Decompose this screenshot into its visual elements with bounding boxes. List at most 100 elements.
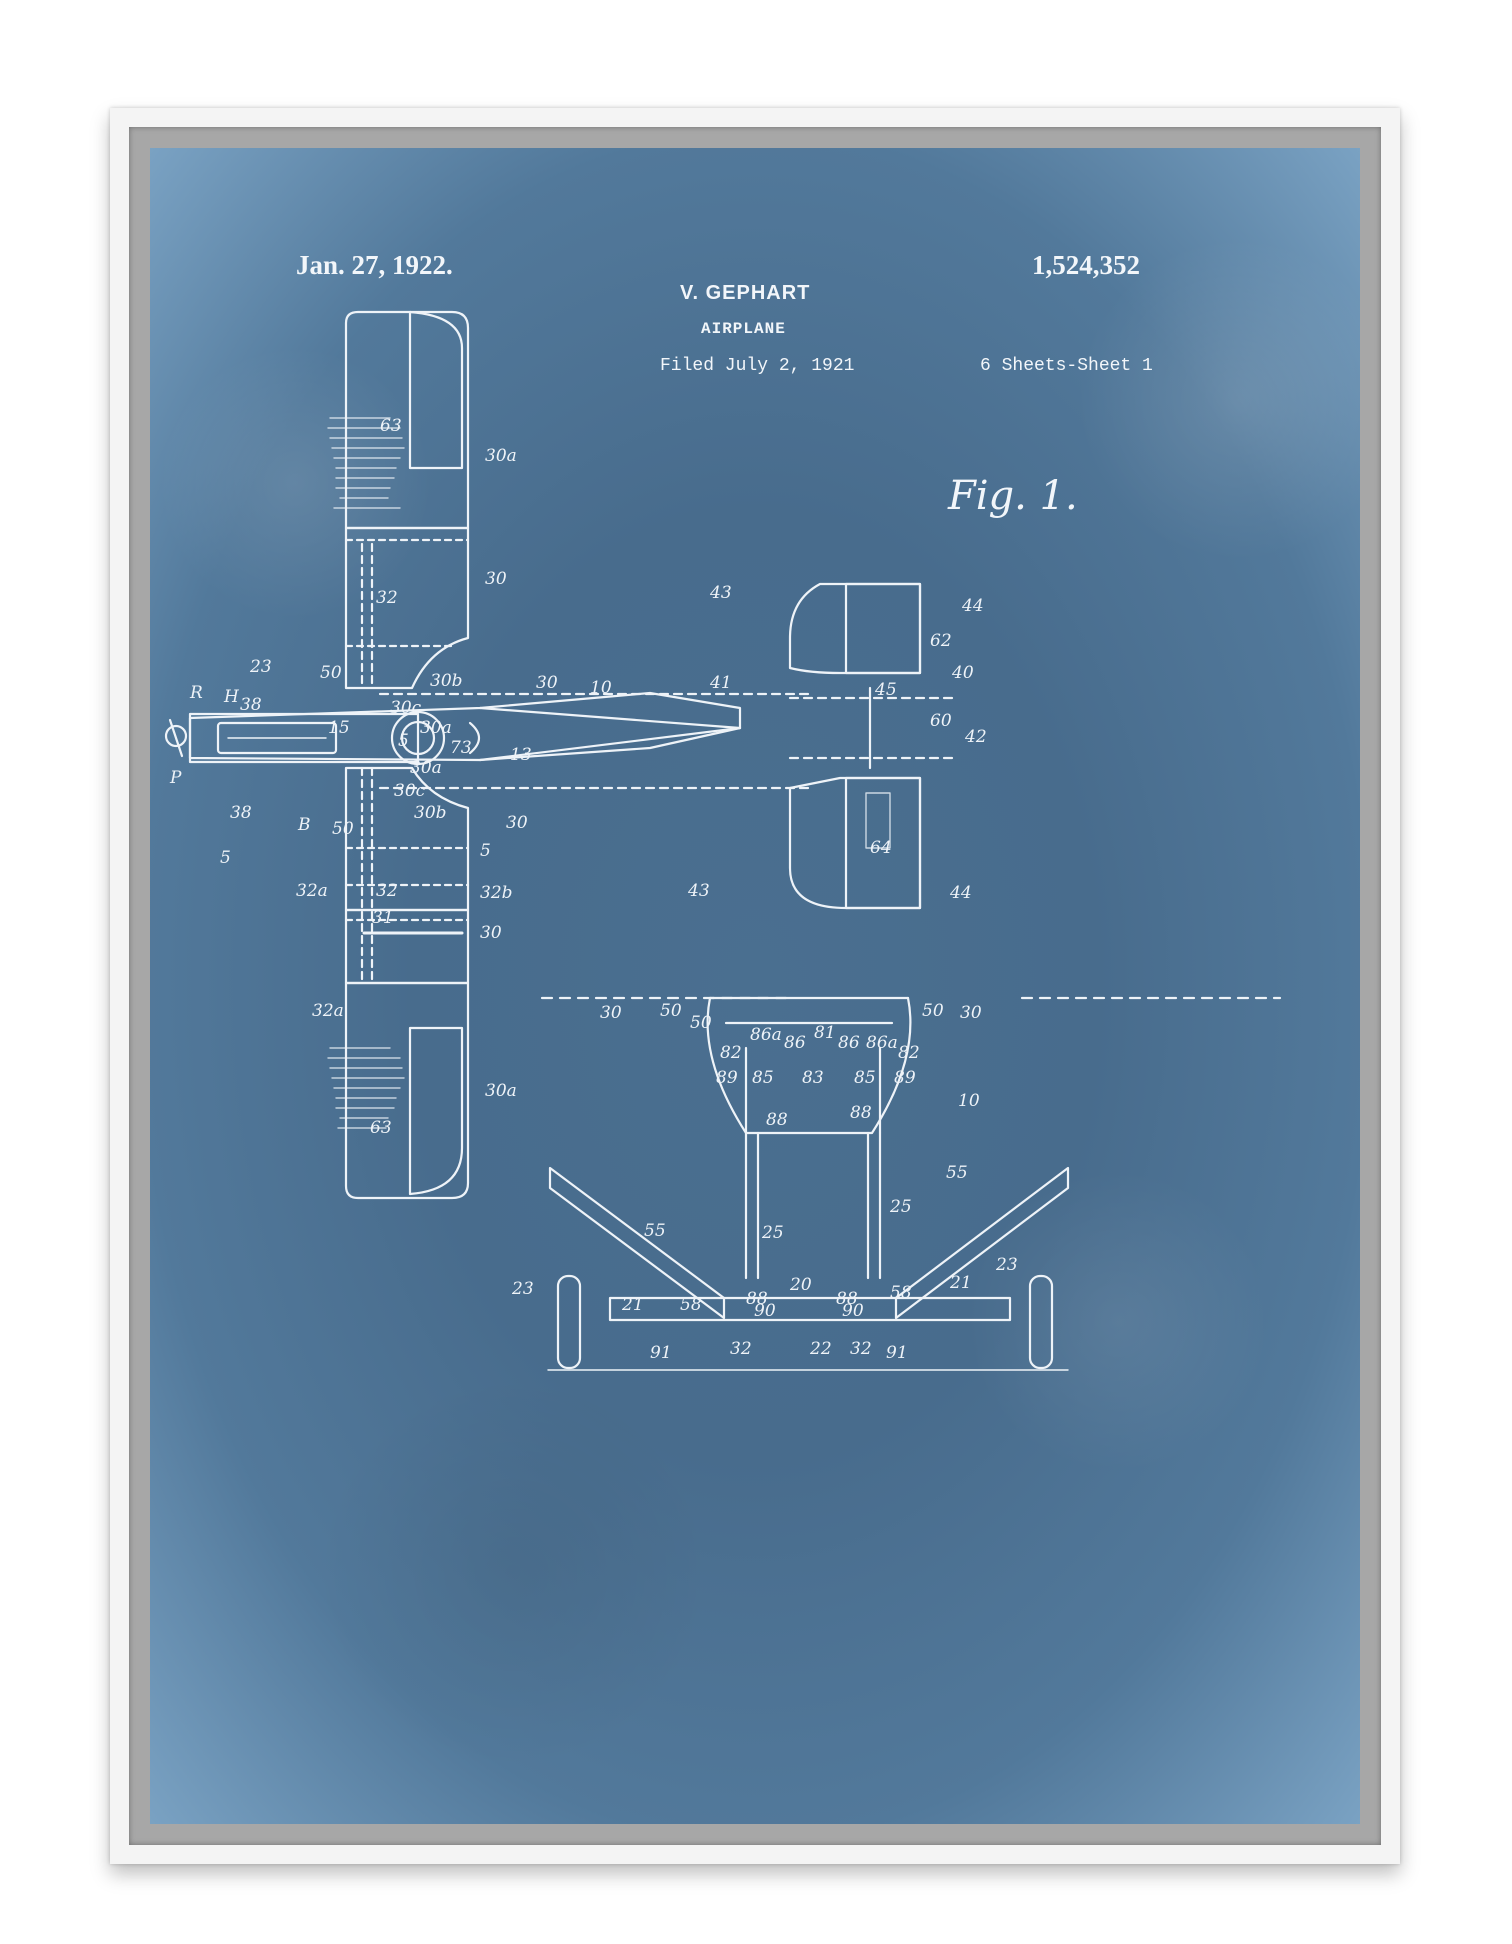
- callout: 62: [930, 631, 952, 651]
- callout: 5: [480, 841, 491, 861]
- callout: 86: [838, 1033, 860, 1053]
- callout: 50: [922, 1001, 944, 1021]
- callout: 30: [536, 673, 558, 693]
- callout: 90: [842, 1301, 864, 1321]
- callout: 30b: [414, 803, 447, 823]
- callout: 64: [870, 838, 892, 858]
- callout: 50: [332, 819, 354, 839]
- callout: 30: [600, 1003, 622, 1023]
- callout: 5: [220, 848, 231, 868]
- callout: 30a: [485, 1081, 517, 1101]
- callout: 55: [644, 1221, 666, 1241]
- callout: 32a: [296, 881, 328, 901]
- callout: 44: [949, 883, 972, 903]
- callout: 86a: [866, 1033, 898, 1053]
- callout: 45: [874, 680, 897, 700]
- callout: 31: [372, 908, 394, 928]
- callout: 25: [761, 1223, 784, 1243]
- callout: 10: [958, 1091, 980, 1111]
- callout: 30c: [394, 781, 426, 801]
- callout: 91: [650, 1343, 672, 1363]
- callout: 30a: [410, 758, 442, 778]
- blueprint-print: Jan. 27, 1922. 1,524,352 V. GEPHART AIRP…: [150, 148, 1360, 1824]
- callout: 88: [766, 1110, 788, 1130]
- callout: 88: [836, 1289, 858, 1309]
- callout: 32a: [312, 1001, 344, 1021]
- callout: 50: [320, 663, 342, 683]
- tail-surfaces: [788, 582, 960, 910]
- callout: 41: [709, 673, 732, 693]
- callout: 86: [784, 1033, 806, 1053]
- figure-label: Fig. 1.: [948, 473, 1078, 519]
- callout: 21: [621, 1295, 644, 1315]
- callout: 40: [951, 663, 974, 683]
- callout: 55: [946, 1163, 968, 1183]
- callout: 85: [752, 1068, 774, 1088]
- callout: 83: [802, 1068, 824, 1088]
- callout: 81: [814, 1023, 836, 1043]
- callout: 13: [510, 745, 532, 765]
- callout: 90: [754, 1301, 776, 1321]
- callout: 23: [511, 1279, 534, 1299]
- callout: 30a: [420, 718, 452, 738]
- callout: 50: [660, 1001, 682, 1021]
- callout: 89: [894, 1068, 916, 1088]
- callout: 63: [370, 1118, 392, 1138]
- callout: 73: [450, 738, 472, 758]
- callout: 60: [930, 711, 952, 731]
- callout: 32: [376, 588, 398, 608]
- callout: 88: [850, 1103, 872, 1123]
- callout: P: [169, 768, 182, 788]
- callout: 91: [886, 1343, 908, 1363]
- callout: 5: [398, 731, 409, 751]
- callout: 32: [376, 881, 398, 901]
- callout: 23: [249, 657, 272, 677]
- callout: 32: [730, 1339, 752, 1359]
- callout: 44: [961, 596, 984, 616]
- callout: 43: [709, 583, 732, 603]
- patent-date: Jan. 27, 1922.: [296, 250, 453, 280]
- callout: 42: [964, 727, 987, 747]
- callout: 22: [809, 1339, 832, 1359]
- callout: 43: [687, 881, 710, 901]
- main-wing-lower: [327, 766, 470, 1200]
- invention-title: AIRPLANE: [701, 320, 786, 338]
- callout: 58: [680, 1295, 702, 1315]
- callout: 30: [506, 813, 528, 833]
- callout: 15: [328, 718, 350, 738]
- callout: 21: [949, 1273, 972, 1293]
- callout: R: [189, 683, 203, 703]
- callout: 20: [789, 1275, 812, 1295]
- callout: 25: [889, 1197, 912, 1217]
- callout: 32b: [480, 883, 513, 903]
- sheet-count: 6 Sheets-Sheet 1: [980, 356, 1153, 376]
- callout-labels: 63 30a 30 32 23 50 30b 30 10 41 R H 38 1…: [169, 416, 1018, 1363]
- callout: 86a: [750, 1025, 782, 1045]
- callout: 38: [230, 803, 252, 823]
- main-wing-upper: [327, 310, 470, 690]
- filing-date: Filed July 2, 1921: [660, 356, 855, 376]
- callout: 32: [850, 1339, 872, 1359]
- callout: 58: [890, 1283, 912, 1303]
- callout: 30: [485, 569, 507, 589]
- patent-drawing: 63 30a 30 32 23 50 30b 30 10 41 R H 38 1…: [164, 310, 1282, 1371]
- callout: 30b: [430, 671, 463, 691]
- callout: 50: [690, 1013, 712, 1033]
- callout: 63: [380, 416, 402, 436]
- callout: 23: [995, 1255, 1018, 1275]
- callout: 82: [720, 1043, 742, 1063]
- callout: 85: [854, 1068, 876, 1088]
- callout: 30: [960, 1003, 982, 1023]
- callout: 30: [480, 923, 502, 943]
- callout: H: [223, 687, 240, 707]
- patent-number: 1,524,352: [1032, 250, 1140, 280]
- callout: 30c: [390, 698, 422, 718]
- callout: 88: [746, 1289, 768, 1309]
- inventor-name: V. GEPHART: [680, 282, 811, 304]
- callout: 38: [240, 695, 262, 715]
- callout: 10: [590, 678, 612, 698]
- callout: 89: [716, 1068, 738, 1088]
- callout: 30a: [485, 446, 517, 466]
- fuselage: [164, 691, 812, 790]
- callout: 82: [898, 1043, 920, 1063]
